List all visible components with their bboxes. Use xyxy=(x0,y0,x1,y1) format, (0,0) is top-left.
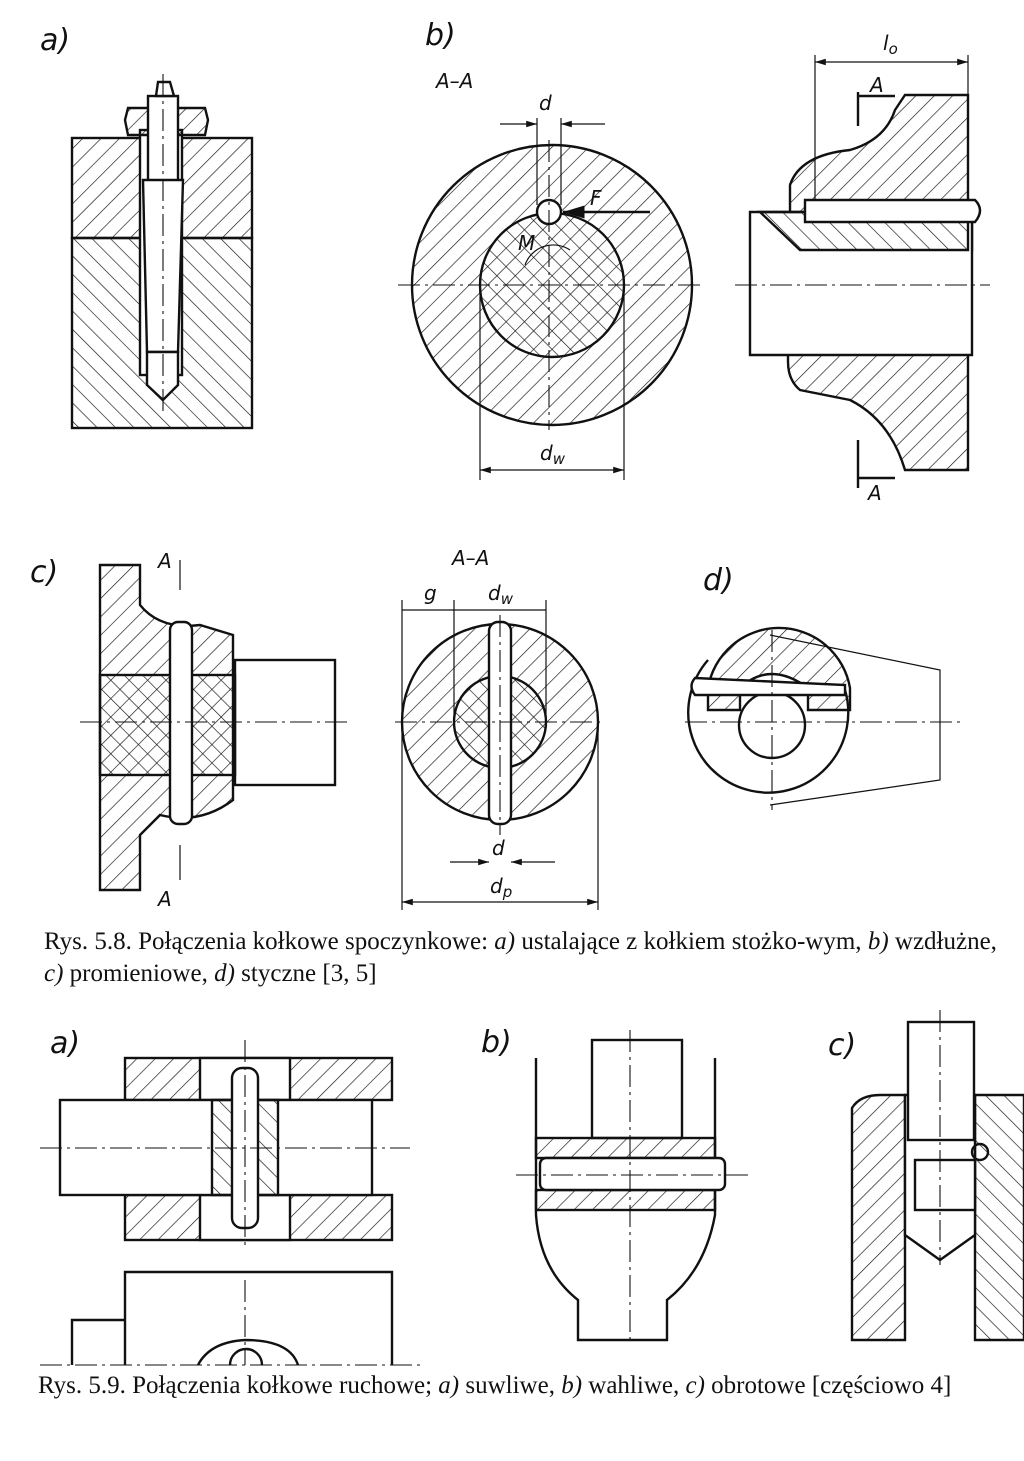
fig59-b-drawing: b) xyxy=(481,1025,750,1345)
long-pin xyxy=(803,198,982,224)
fig58-d-drawing: d) xyxy=(685,563,960,810)
figure-caption-5-9: Rys. 5.9. Połączenia kołkowe ruchowe; a)… xyxy=(38,1372,952,1399)
body-left xyxy=(850,1093,907,1342)
fig58-c-section: A–A g dw d dp xyxy=(395,546,605,910)
shaft-end-c xyxy=(913,1158,977,1212)
fig58-b-label: b) xyxy=(425,18,456,53)
section-label-aa-c: A–A xyxy=(450,546,489,570)
dim-d-label: d xyxy=(539,91,552,115)
fig58-a-label: a) xyxy=(40,23,70,58)
fig59-c-drawing: c) xyxy=(828,1010,1024,1342)
pin-tip xyxy=(154,80,176,98)
lever-eye-outline xyxy=(687,659,850,794)
svg-text:A: A xyxy=(868,73,884,97)
slot-outline xyxy=(196,1338,300,1366)
dim-dw-label-c: dw xyxy=(488,581,514,608)
svg-text:A: A xyxy=(866,481,882,505)
body-right xyxy=(973,1093,1024,1342)
svg-text:A: A xyxy=(156,549,172,573)
fig59-c-label: c) xyxy=(828,1028,856,1063)
fig58-d-label: d) xyxy=(703,563,734,598)
clevis-section-lower xyxy=(534,1188,717,1212)
eye-rod xyxy=(590,1038,684,1140)
moment-label: M xyxy=(518,231,535,255)
fig58-a-drawing: a) xyxy=(40,23,254,430)
ring-pin xyxy=(970,1142,990,1162)
dim-lo-label: lo xyxy=(883,31,898,58)
lever-outline xyxy=(769,634,941,806)
clevis-outline xyxy=(534,1058,717,1342)
section-mark-bottom xyxy=(856,440,895,488)
fig58-b-section: b) A–A d F M dw xyxy=(398,18,700,480)
fig59-a-drawing: a) xyxy=(40,1026,420,1366)
fig59-a-label: a) xyxy=(50,1026,80,1061)
section-label-aa: A–A xyxy=(434,69,473,93)
lower-view xyxy=(123,1270,394,1365)
dim-dw-label: dw xyxy=(540,441,566,468)
pivot-pin xyxy=(538,1156,727,1192)
force-label: F xyxy=(590,186,602,210)
tangent-pin xyxy=(690,676,847,697)
dim-d-label-c: d xyxy=(492,836,505,860)
svg-text:A: A xyxy=(156,887,172,911)
fig58-b-side: lo A A xyxy=(735,31,990,505)
figure-caption-5-8: Rys. 5.8. Połączenia kołkowe spoczynkowe… xyxy=(44,928,997,987)
fig58-c-label: c) xyxy=(30,555,58,590)
fig58-c-drawing: c) A A xyxy=(30,549,350,911)
rotating-shaft xyxy=(906,1020,976,1142)
moment-arc xyxy=(524,244,571,266)
section-mark-top xyxy=(856,92,895,126)
clevis-section xyxy=(534,1136,717,1160)
radial-pin xyxy=(168,620,194,826)
dim-dp-label: dp xyxy=(490,874,512,901)
fig59-b-label: b) xyxy=(481,1025,512,1060)
dim-g-label: g xyxy=(424,581,437,605)
shaft-in-hub xyxy=(98,673,237,777)
